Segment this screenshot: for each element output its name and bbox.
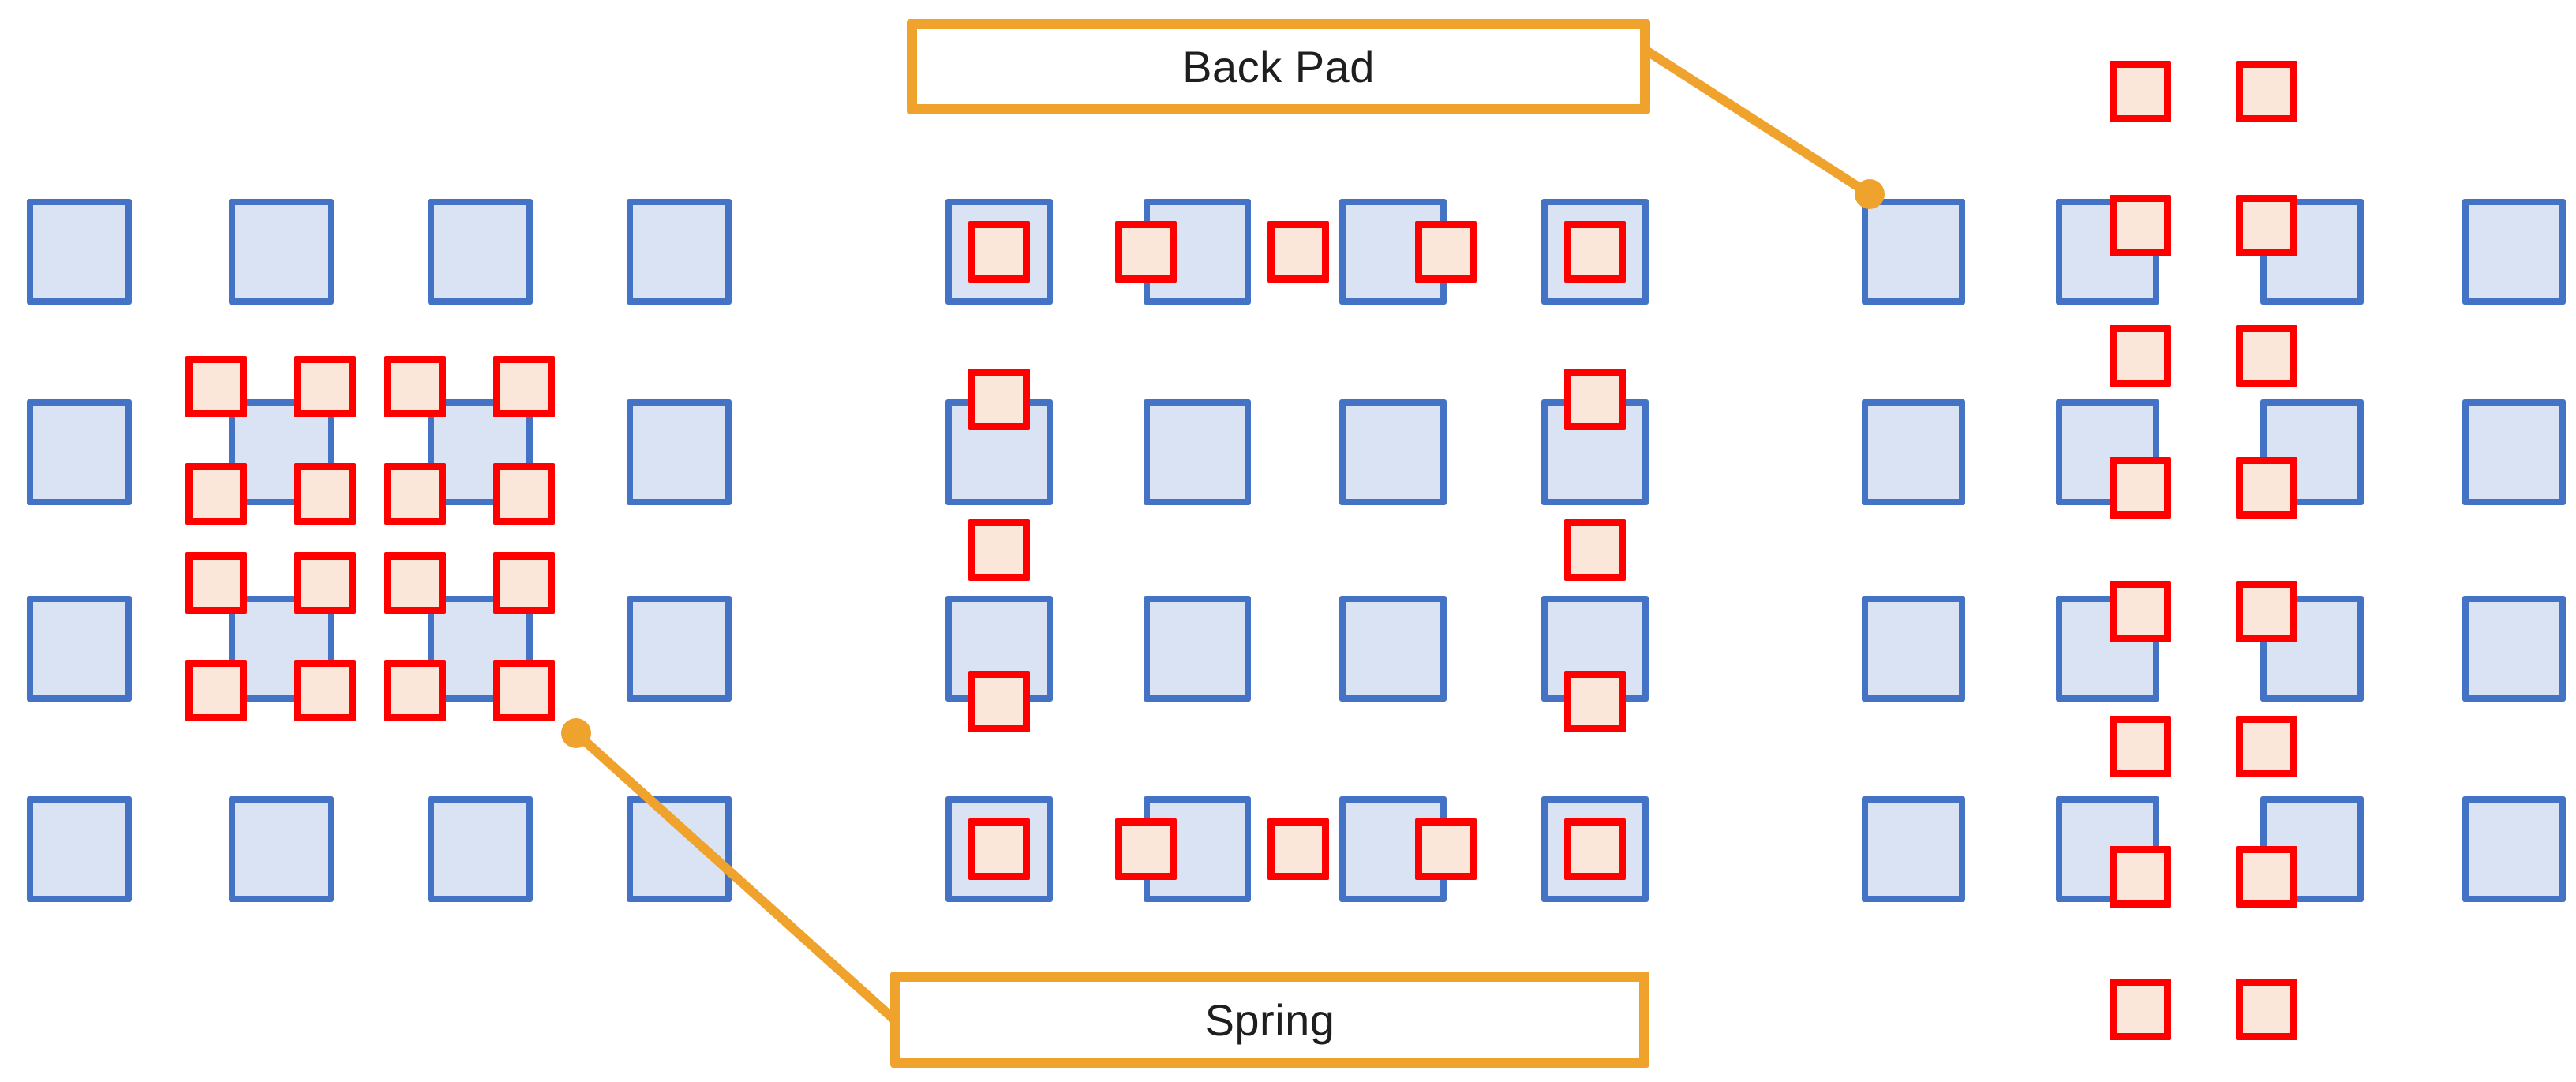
spring-square	[2236, 195, 2297, 256]
spring-square	[1564, 369, 1626, 430]
spring-square	[493, 660, 555, 721]
spring-square	[968, 818, 1030, 880]
back-pad-leader-line	[1644, 47, 1874, 199]
spring-square	[2236, 846, 2297, 908]
spring-square	[294, 660, 356, 721]
spring-square	[968, 519, 1030, 581]
back-pad-square	[1862, 399, 1965, 505]
back-pad-square	[627, 596, 732, 702]
back-pad-square	[1862, 796, 1965, 902]
back-pad-square	[428, 199, 533, 305]
spring-leader-line	[571, 728, 897, 1023]
back-pad-square	[1862, 596, 1965, 702]
back-pad-square	[2462, 199, 2566, 305]
spring-square	[294, 552, 356, 614]
spring-callout: Spring	[890, 972, 1649, 1068]
spring-square	[2236, 325, 2297, 387]
back-pad-square	[1541, 796, 1649, 902]
spring-square	[2236, 716, 2297, 777]
back-pad-square	[27, 596, 132, 702]
spring-square	[2110, 581, 2171, 642]
back-pad-square	[2462, 596, 2566, 702]
spring-square	[185, 463, 247, 525]
spring-square	[1564, 519, 1626, 581]
back-pad-square	[1144, 596, 1251, 702]
spring-square	[294, 356, 356, 417]
spring-square	[2110, 61, 2171, 122]
spring-square	[1415, 818, 1477, 880]
spring-square	[2236, 581, 2297, 642]
spring-square	[2236, 457, 2297, 519]
back-pad-square	[945, 199, 1053, 305]
back-pad-square	[27, 199, 132, 305]
back-pad-square	[1862, 199, 1965, 305]
back-pad-square	[27, 796, 132, 902]
back-pad-square	[229, 199, 334, 305]
spring-square	[493, 463, 555, 525]
spring-square	[968, 221, 1030, 283]
back-pad-square	[627, 399, 732, 505]
spring-square	[1564, 818, 1626, 880]
spring-square	[384, 356, 446, 417]
spring-leader-dot	[561, 718, 591, 748]
spring-square	[1564, 221, 1626, 283]
spring-square	[1115, 221, 1177, 283]
spring-square	[384, 660, 446, 721]
spring-square	[185, 660, 247, 721]
spring-square	[2110, 979, 2171, 1040]
spring-square	[1415, 221, 1477, 283]
spring-square	[1267, 818, 1329, 880]
spring-square	[1267, 221, 1329, 283]
spring-square	[968, 671, 1030, 732]
back-pad-square	[428, 796, 533, 902]
spring-square	[185, 356, 247, 417]
spring-square	[384, 552, 446, 614]
back-pad-square	[229, 796, 334, 902]
spring-square	[1564, 671, 1626, 732]
back-pad-square	[627, 796, 732, 902]
back-pad-square	[1144, 399, 1251, 505]
spring-square	[2110, 325, 2171, 387]
back-pad-square	[2462, 399, 2566, 505]
spring-square	[2110, 716, 2171, 777]
spring-square	[493, 552, 555, 614]
spring-square	[2110, 457, 2171, 519]
spring-square	[185, 552, 247, 614]
back-pad-square	[2462, 796, 2566, 902]
back-pad-square	[1339, 199, 1447, 305]
spring-square	[2110, 846, 2171, 908]
back-pad-square	[1339, 596, 1447, 702]
back-pad-square	[27, 399, 132, 505]
spring-square	[2110, 195, 2171, 256]
spring-square	[968, 369, 1030, 430]
spring-square	[2236, 979, 2297, 1040]
back-pad-square	[1339, 399, 1447, 505]
spring-square	[1115, 818, 1177, 880]
spring-square	[294, 463, 356, 525]
spring-square	[2236, 61, 2297, 122]
back-pad-square	[627, 199, 732, 305]
spring-label: Spring	[1204, 994, 1335, 1045]
spring-square	[493, 356, 555, 417]
back-pad-callout: Back Pad	[907, 19, 1650, 114]
back-pad-label: Back Pad	[1182, 42, 1375, 92]
spring-square	[384, 463, 446, 525]
